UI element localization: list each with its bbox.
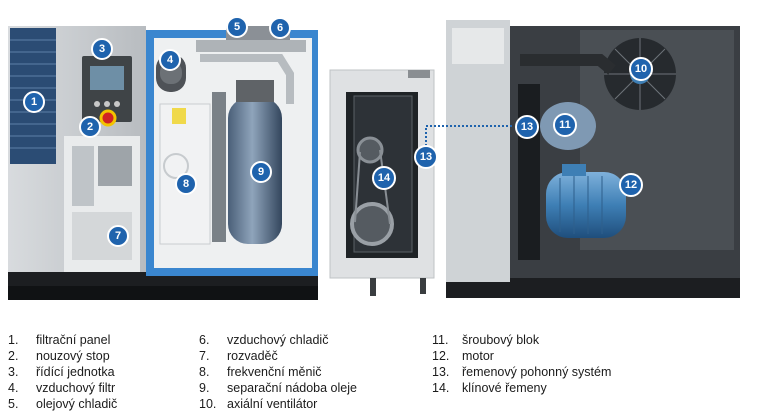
svg-text:14: 14 [378, 172, 391, 184]
svg-text:5: 5 [234, 21, 240, 33]
control-screen [90, 66, 124, 90]
svg-text:8: 8 [183, 178, 189, 190]
svg-text:12: 12 [625, 179, 637, 191]
legend-number: 5. [8, 396, 18, 412]
svg-text:1: 1 [31, 96, 37, 108]
legend-label: řídící jednotka [36, 364, 115, 380]
svg-text:6: 6 [277, 22, 283, 34]
badge-11: 11 [554, 114, 576, 136]
badge-8: 8 [176, 174, 196, 194]
belt-pulley-top [358, 138, 382, 162]
legend-label: nouzový stop [36, 348, 110, 364]
legend-label: motor [462, 348, 494, 364]
legend-label: řemenový pohonný systém [462, 364, 611, 380]
legend-number: 9. [199, 380, 209, 396]
legend-label: frekvenční měnič [227, 364, 321, 380]
legend-label: rozvaděč [227, 348, 278, 364]
legend-number: 3. [8, 364, 18, 380]
svg-text:11: 11 [559, 119, 571, 131]
legend-label: separační nádoba oleje [227, 380, 357, 396]
component-legend: 1. filtrační panel 2. nouzový stop 3. řídíc… [0, 332, 757, 419]
legend-label: šroubový blok [462, 332, 539, 348]
legend-label: klínové řemeny [462, 380, 547, 396]
badge-12: 12 [620, 174, 642, 196]
compressor-illustration: 1 2 3 4 5 6 7 8 9 10 11 12 13 13 14 [0, 0, 757, 330]
legend-label: filtrační panel [36, 332, 110, 348]
legend-number: 10. [199, 396, 216, 412]
badge-7: 7 [108, 226, 128, 246]
badge-13-right: 13 [516, 116, 538, 138]
badge-4: 4 [160, 50, 180, 70]
svg-text:13: 13 [521, 121, 533, 133]
legend-label: vzduchový chladič [227, 332, 328, 348]
svg-text:4: 4 [167, 54, 174, 66]
emergency-stop-button [101, 111, 115, 125]
svg-text:13: 13 [420, 151, 432, 163]
svg-text:3: 3 [99, 43, 105, 55]
badge-13-door: 13 [415, 146, 437, 168]
legend-label: olejový chladič [36, 396, 117, 412]
svg-text:7: 7 [115, 230, 121, 242]
belt-pulley-bottom [352, 204, 392, 244]
legend-number: 12. [432, 348, 449, 364]
badge-9: 9 [251, 162, 271, 182]
legend-number: 11. [432, 332, 448, 348]
legend-number: 8. [199, 364, 209, 380]
svg-text:2: 2 [87, 121, 93, 133]
legend-number: 13. [432, 364, 449, 380]
badge-6: 6 [270, 18, 290, 38]
legend-number: 2. [8, 348, 18, 364]
badge-1: 1 [24, 92, 44, 112]
svg-text:9: 9 [258, 166, 264, 178]
legend-label: vzduchový filtr [36, 380, 115, 396]
legend-number: 6. [199, 332, 209, 348]
badge-10: 10 [630, 58, 652, 80]
badge-5: 5 [227, 17, 247, 37]
legend-label: axiální ventilátor [227, 396, 317, 412]
legend-number: 14. [432, 380, 449, 396]
legend-number: 4. [8, 380, 18, 396]
badge-2: 2 [80, 117, 100, 137]
badge-14: 14 [373, 167, 395, 189]
svg-text:10: 10 [635, 63, 647, 75]
right-compressor-unit [446, 20, 740, 298]
legend-number: 7. [199, 348, 209, 364]
badge-3: 3 [92, 39, 112, 59]
electric-motor [546, 172, 626, 238]
legend-number: 1. [8, 332, 18, 348]
